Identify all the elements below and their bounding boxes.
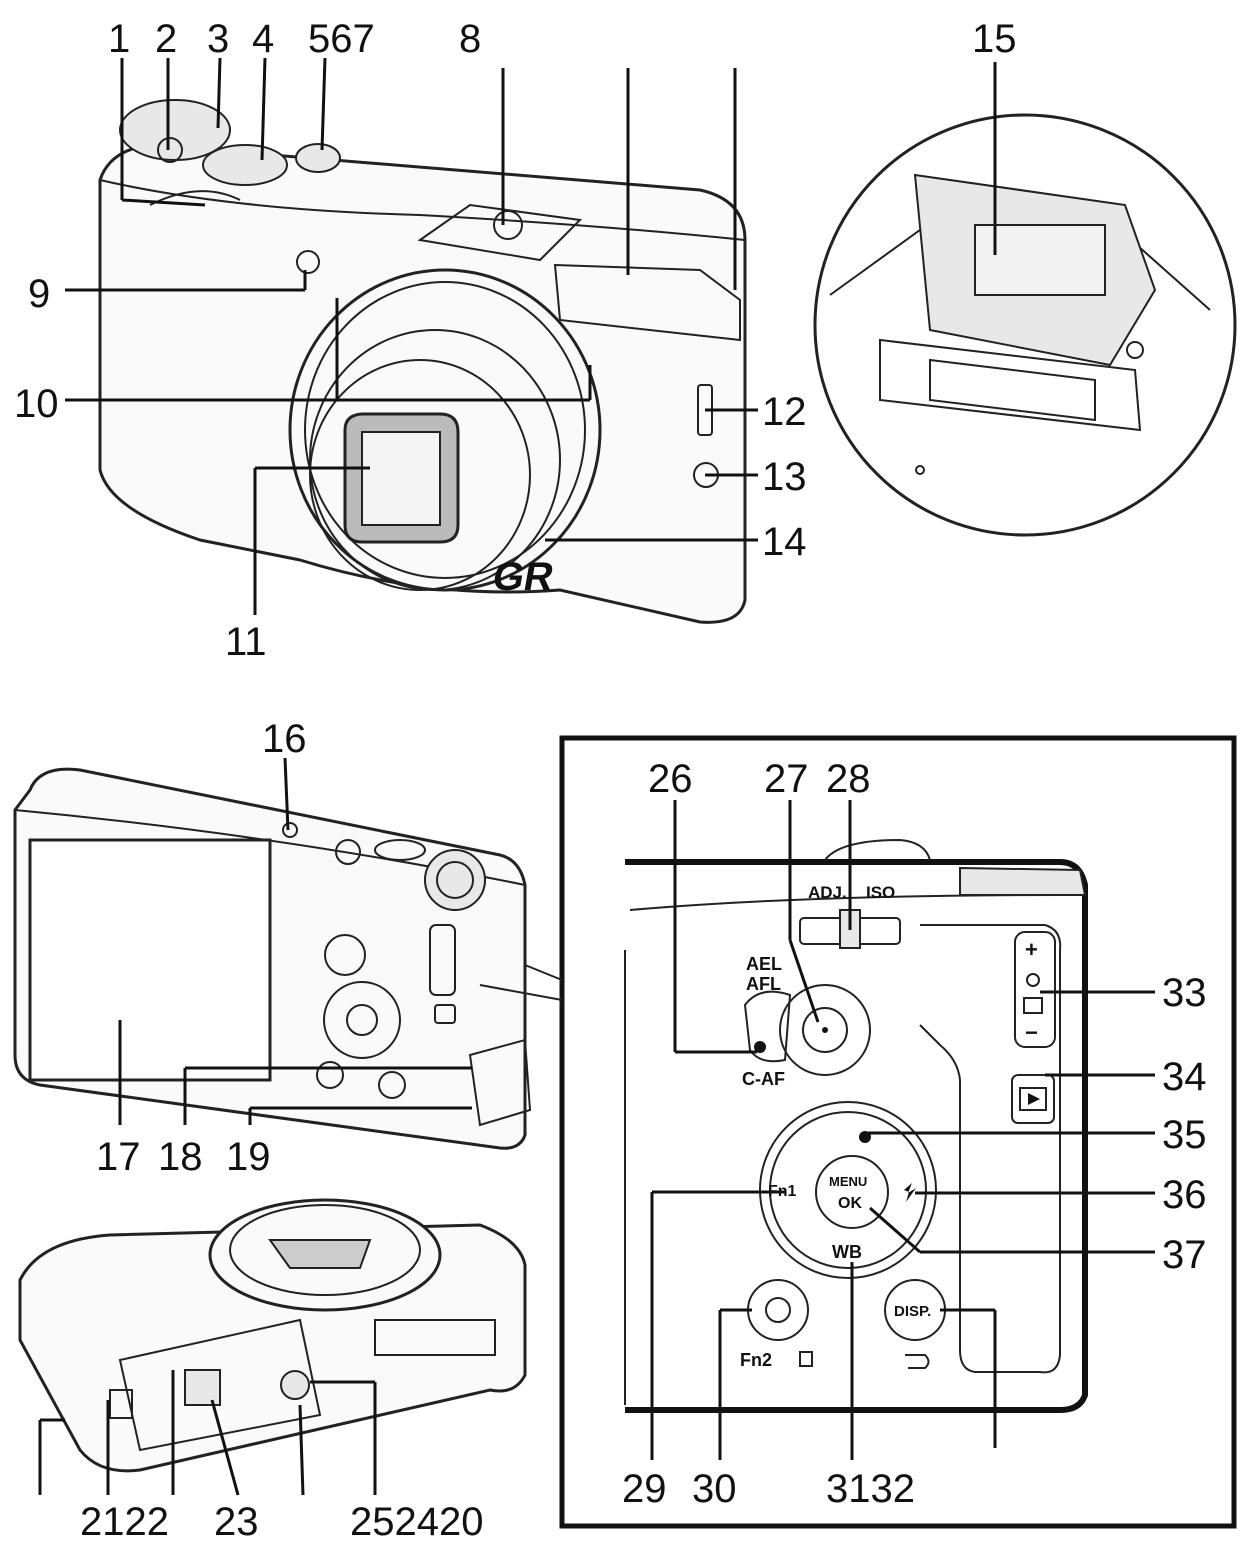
callout-12: 12 — [762, 390, 807, 434]
leader-lines — [38, 57, 1155, 1496]
callout-37: 37 — [1162, 1233, 1207, 1277]
afl-label: AFL — [746, 974, 781, 994]
callout-4: 4 — [252, 17, 274, 61]
c-af-label: C-AF — [742, 1069, 785, 1089]
callout-27: 27 — [764, 757, 809, 801]
callout-29: 29 — [622, 1467, 667, 1511]
ok-label: OK — [838, 1195, 862, 1212]
callout-17: 17 — [96, 1135, 141, 1179]
zoom-minus-label: − — [1025, 1020, 1038, 1045]
callout-18: 18 — [158, 1135, 203, 1179]
callout-1: 1 — [108, 17, 130, 61]
callout-13: 13 — [762, 455, 807, 499]
bottom-view-illustration — [18, 1198, 527, 1473]
callout-15: 15 — [972, 17, 1017, 61]
callout-19: 19 — [226, 1135, 271, 1179]
zoom-plus-label: + — [1025, 937, 1038, 962]
callout-28: 28 — [826, 757, 871, 801]
callout-numbers: 1 2 3 4 567 8 9 10 11 12 13 14 15 16 17 … — [14, 17, 1207, 1544]
callout-34: 34 — [1162, 1055, 1207, 1099]
wb-label: WB — [832, 1242, 862, 1262]
callout-11: 11 — [225, 620, 267, 664]
back-view-illustration — [13, 767, 532, 1150]
iso-label: ISO — [866, 883, 895, 902]
callout-35: 35 — [1162, 1113, 1207, 1157]
fn2-label: Fn2 — [740, 1350, 772, 1370]
callout-2122: 2122 — [80, 1500, 169, 1544]
brand-logo: GR — [489, 554, 557, 599]
adj-label: ADJ. — [808, 883, 847, 902]
callout-23: 23 — [214, 1500, 259, 1544]
callout-9: 9 — [28, 272, 50, 316]
hot-shoe-inset — [813, 113, 1237, 537]
callout-14: 14 — [762, 520, 807, 564]
callout-26: 26 — [648, 757, 693, 801]
callout-2: 2 — [155, 17, 177, 61]
front-view-illustration: GR — [98, 99, 747, 624]
callout-3132: 3132 — [826, 1467, 915, 1511]
callout-30: 30 — [692, 1467, 737, 1511]
callout-567: 567 — [308, 17, 375, 61]
disp-label: DISP. — [894, 1303, 931, 1320]
callout-252420: 252420 — [350, 1500, 483, 1544]
callout-16: 16 — [262, 717, 307, 761]
callout-33: 33 — [1162, 971, 1207, 1015]
callout-36: 36 — [1162, 1173, 1207, 1217]
menu-label: MENU — [829, 1174, 867, 1189]
callout-8: 8 — [459, 17, 481, 61]
callout-10: 10 — [14, 382, 59, 426]
callout-3: 3 — [207, 17, 229, 61]
ael-label: AEL — [746, 954, 782, 974]
